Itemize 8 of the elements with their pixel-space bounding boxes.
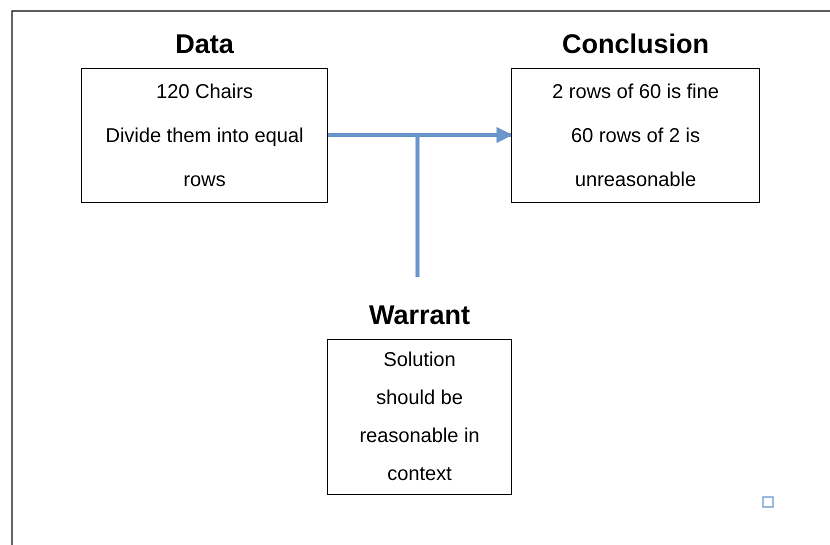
box-text: 2 rows of 60 is fine xyxy=(552,80,719,104)
box-text: Divide them into equal rows xyxy=(104,124,304,192)
box-text: 120 Chairs xyxy=(156,80,253,104)
heading: Data xyxy=(175,29,234,60)
heading: Conclusion xyxy=(562,29,709,60)
heading: Warrant xyxy=(368,300,470,331)
box-text: 60 rows of 2 is unreasonable xyxy=(570,124,701,192)
box-text: Solution should be reasonable in context xyxy=(358,348,481,487)
